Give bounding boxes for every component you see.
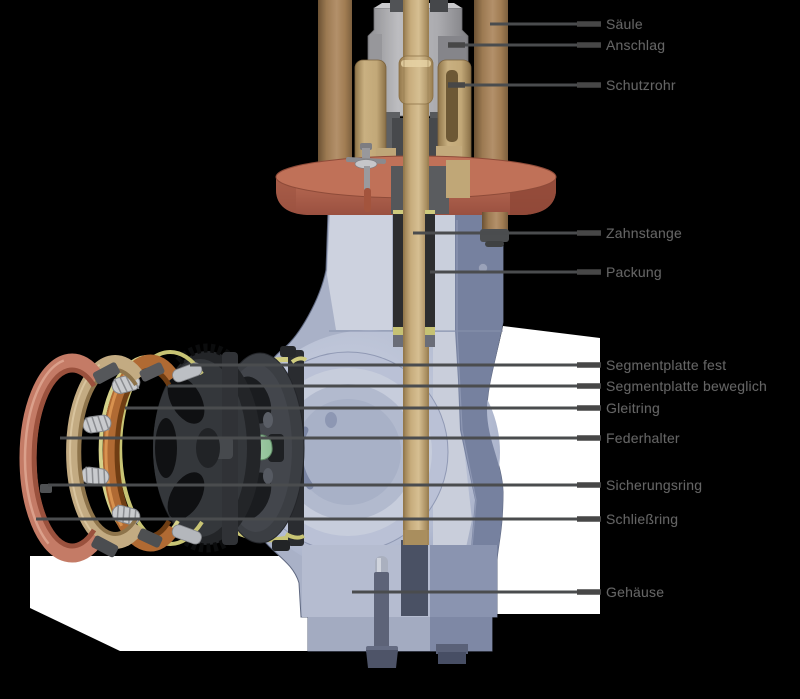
housing-small-hole	[325, 412, 337, 428]
schliessring-ring	[19, 353, 120, 563]
part-label-schliessring: Schließring	[606, 511, 679, 527]
hex-nut-right	[430, 0, 448, 12]
part-label-gleitring: Gleitring	[606, 400, 660, 416]
part-label-schutzrohr: Schutzrohr	[606, 77, 676, 93]
foot-bolt	[436, 644, 468, 664]
part-label-packung: Packung	[606, 264, 662, 280]
part-label-federhalter: Federhalter	[606, 430, 680, 446]
part-label-zahnstange: Zahnstange	[606, 225, 682, 241]
part-label-gehaeuse: Gehäuse	[606, 584, 665, 600]
exploded-assembly	[19, 343, 308, 563]
part-label-saeule: Säule	[606, 16, 643, 32]
part-label-segmentplatte-beweglich: Segmentplatte beweglich	[606, 378, 768, 394]
leader-lines	[36, 21, 601, 595]
flange-bolt	[345, 143, 386, 212]
saeule-lower-segment	[480, 212, 509, 247]
part-label-segmentplatte-fest: Segmentplatte fest	[606, 357, 727, 373]
part-label-anschlag: Anschlag	[606, 37, 666, 53]
segmentplatte-beweglich-disc	[153, 343, 261, 553]
white-pocket-bottom-left	[30, 556, 308, 651]
zahnstange-rod	[398, 0, 434, 545]
white-pocket-right	[487, 326, 600, 614]
gehaeuse-housing	[240, 211, 504, 668]
background-pockets	[30, 326, 600, 651]
part-label-sicherungsring: Sicherungsring	[606, 477, 703, 493]
